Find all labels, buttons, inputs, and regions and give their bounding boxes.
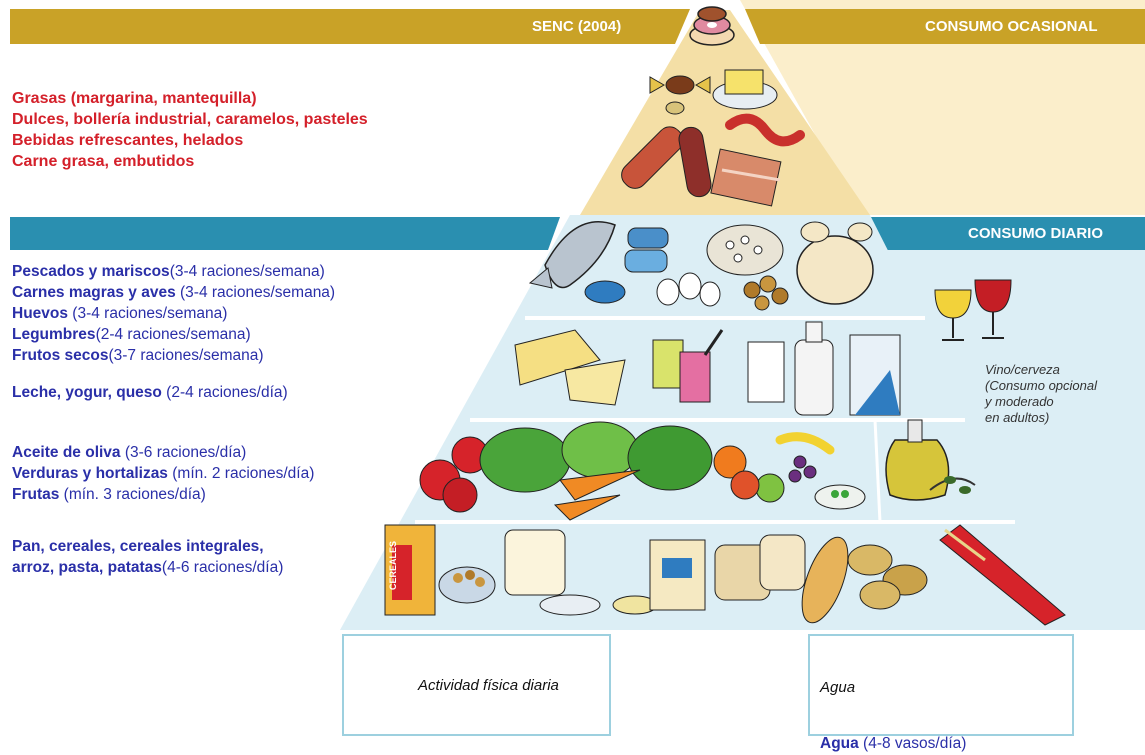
butter-icon [712, 69, 778, 110]
chicken-icon [796, 221, 874, 305]
water-label: Agua [820, 679, 856, 696]
activity-label: Actividad física diaria [418, 677, 559, 694]
fish-icon [528, 221, 616, 289]
grains-item-line1: Pan, cereales, cereales integrales, [12, 538, 264, 555]
sausages-icon [621, 113, 805, 207]
cereal-bowl-icon [438, 566, 496, 604]
protein-item: Legumbres(2-4 raciones/semana) [12, 326, 251, 343]
wine-note-line: en adultos) [985, 410, 1050, 425]
daily-bar-right [855, 217, 1145, 250]
occasional-item: Bebidas refrescantes, helados [12, 132, 244, 149]
daily-label: CONSUMO DIARIO [968, 225, 1103, 242]
pasta-icon [939, 524, 1066, 626]
cheese-icon [514, 329, 626, 406]
activity-box [342, 634, 611, 736]
senc-label: SENC (2004) [532, 18, 622, 35]
dairy-item: Leche, yogur, queso (2-4 raciones/día) [12, 384, 288, 401]
occasional-zone-right [740, 0, 1145, 215]
milk-carton-icon [849, 334, 901, 416]
tomatoes-icon [419, 436, 489, 513]
occasional-item: Carne grasa, embutidos [12, 153, 195, 170]
legumes-icon [706, 224, 784, 276]
wine-note-line: Vino/cerveza [985, 362, 1060, 377]
cereal-box-icon [384, 524, 436, 616]
rice-icon [612, 539, 706, 615]
protein-item: Carnes magras y aves (3-4 raciones/seman… [12, 284, 336, 301]
lettuce-icon [479, 421, 713, 493]
nuts-icon [743, 275, 789, 311]
protein-item: Frutos secos(3-7 raciones/semana) [12, 347, 264, 364]
olive-oil-icon [885, 419, 976, 501]
occasional-label: CONSUMO OCASIONAL [925, 18, 1098, 35]
water-box [808, 634, 1074, 736]
protein-item: Huevos (3-4 raciones/semana) [12, 305, 228, 322]
candy-icon [649, 75, 711, 115]
milk-glass-icon [747, 341, 785, 403]
senc-bar [10, 9, 690, 44]
eggs-icon [656, 272, 721, 307]
flour-bag-icon [504, 529, 601, 616]
donuts-icon [689, 6, 735, 46]
daily-bar-left [10, 217, 560, 250]
tins-icon [584, 227, 669, 304]
potatoes-icon [847, 544, 928, 610]
grains-item-line2: arroz, pasta, patatas(4-6 raciones/día) [12, 559, 284, 576]
occasional-item: Grasas (margarina, mantequilla) [12, 90, 257, 107]
protein-item: Pescados y mariscos(3-4 raciones/semana) [12, 263, 325, 280]
fruit-icon [713, 432, 866, 510]
water-recommendation: Agua (4-8 vasos/día) [820, 735, 967, 752]
carrots-icon [553, 469, 641, 521]
plant-item: Frutas (mín. 3 raciones/día) [12, 486, 206, 503]
plant-item: Verduras y hortalizas (mín. 2 raciones/d… [12, 465, 315, 482]
yogurt-icon [652, 329, 724, 403]
wine-glasses-icon [934, 279, 1012, 341]
plant-item: Aceite de oliva (3-6 raciones/día) [12, 444, 247, 461]
bread-icon [714, 534, 849, 624]
wine-note-line: y moderado [985, 394, 1054, 409]
occasional-bar [745, 9, 1145, 44]
milk-bottle-icon [794, 321, 834, 416]
cereal-box-text: CEREALES [388, 540, 398, 590]
wine-note-line: (Consumo opcional [985, 378, 1098, 393]
occasional-item: Dulces, bollería industrial, caramelos, … [12, 111, 368, 128]
